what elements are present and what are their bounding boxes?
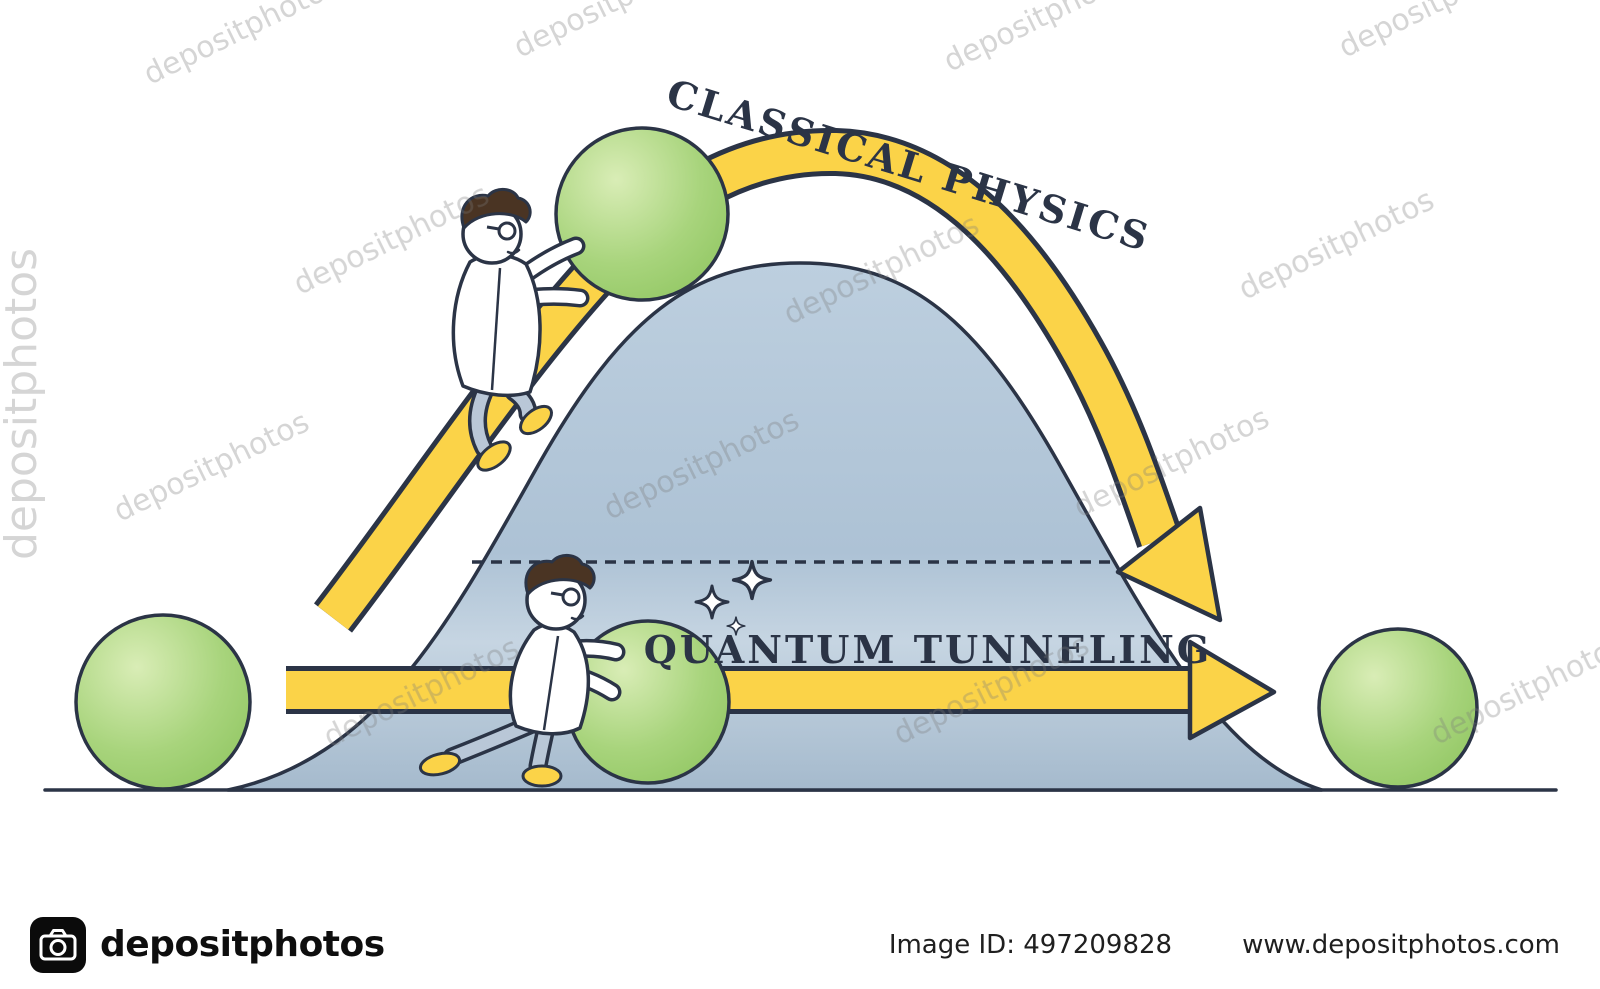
sparkle-icon bbox=[731, 559, 773, 601]
climber-glasses-bridge bbox=[486, 225, 500, 231]
ball-right-end bbox=[1317, 627, 1479, 789]
quantum-arrowhead bbox=[1187, 639, 1277, 741]
sparkles bbox=[694, 559, 773, 636]
climber-shoe-front bbox=[519, 404, 553, 436]
pusher-mouth bbox=[570, 614, 585, 621]
ball-left-start bbox=[74, 613, 252, 791]
footer-brand-text: depositphotos bbox=[100, 924, 385, 965]
footer-bar: depositphotos Image ID: 497209828 www.de… bbox=[0, 900, 1600, 989]
pusher-glasses bbox=[561, 587, 581, 607]
illustration-canvas: CLASSICAL PHYSICS QUANTUM TUNNELING depo… bbox=[0, 0, 1600, 792]
watermark-text-vertical: depositphotos bbox=[0, 248, 47, 560]
watermark-text: depositphotos bbox=[138, 0, 345, 92]
quantum-tunneling-label: QUANTUM TUNNELING bbox=[644, 627, 1213, 672]
ball-top-of-hill bbox=[554, 126, 730, 302]
image-id-text: Image ID: 497209828 bbox=[888, 929, 1173, 960]
climber-mouth bbox=[506, 248, 521, 255]
classical-arrowhead bbox=[1115, 505, 1223, 623]
sparkle-icon bbox=[726, 616, 746, 636]
watermark-text: depositphotos bbox=[1233, 182, 1440, 307]
pusher-glasses-bridge bbox=[550, 591, 564, 597]
website-text: www.depositphotos.com bbox=[1242, 929, 1560, 960]
watermark-text: depositphotos bbox=[1333, 0, 1540, 65]
watermark-text: depositphotos bbox=[938, 0, 1145, 79]
logo-background bbox=[30, 916, 86, 973]
pusher-shoe-back bbox=[418, 751, 462, 777]
footer-meta-group: Image ID: 497209828 www.depositphotos.co… bbox=[889, 930, 1560, 960]
climber-hair bbox=[460, 188, 532, 230]
pusher-hair bbox=[524, 554, 596, 596]
potential-barrier-hill bbox=[226, 261, 1324, 792]
scientist-climbing bbox=[451, 188, 590, 472]
depositphotos-logo bbox=[30, 916, 86, 973]
climber-coat-seam bbox=[490, 267, 502, 391]
footer-brand-group: depositphotos bbox=[30, 916, 385, 973]
watermark-text: depositphotos bbox=[108, 404, 315, 529]
climber-shoe-back bbox=[476, 440, 512, 472]
camera-icon bbox=[39, 928, 77, 960]
climber-glasses bbox=[497, 221, 517, 241]
watermark-text: depositphotos bbox=[508, 0, 715, 65]
quantum-tunneling-arrow bbox=[286, 639, 1277, 741]
pusher-coat-seam bbox=[542, 635, 560, 731]
pusher-shoe-front bbox=[521, 764, 563, 788]
sparkle-icon bbox=[694, 584, 730, 620]
scientist-pushing bbox=[418, 554, 626, 788]
